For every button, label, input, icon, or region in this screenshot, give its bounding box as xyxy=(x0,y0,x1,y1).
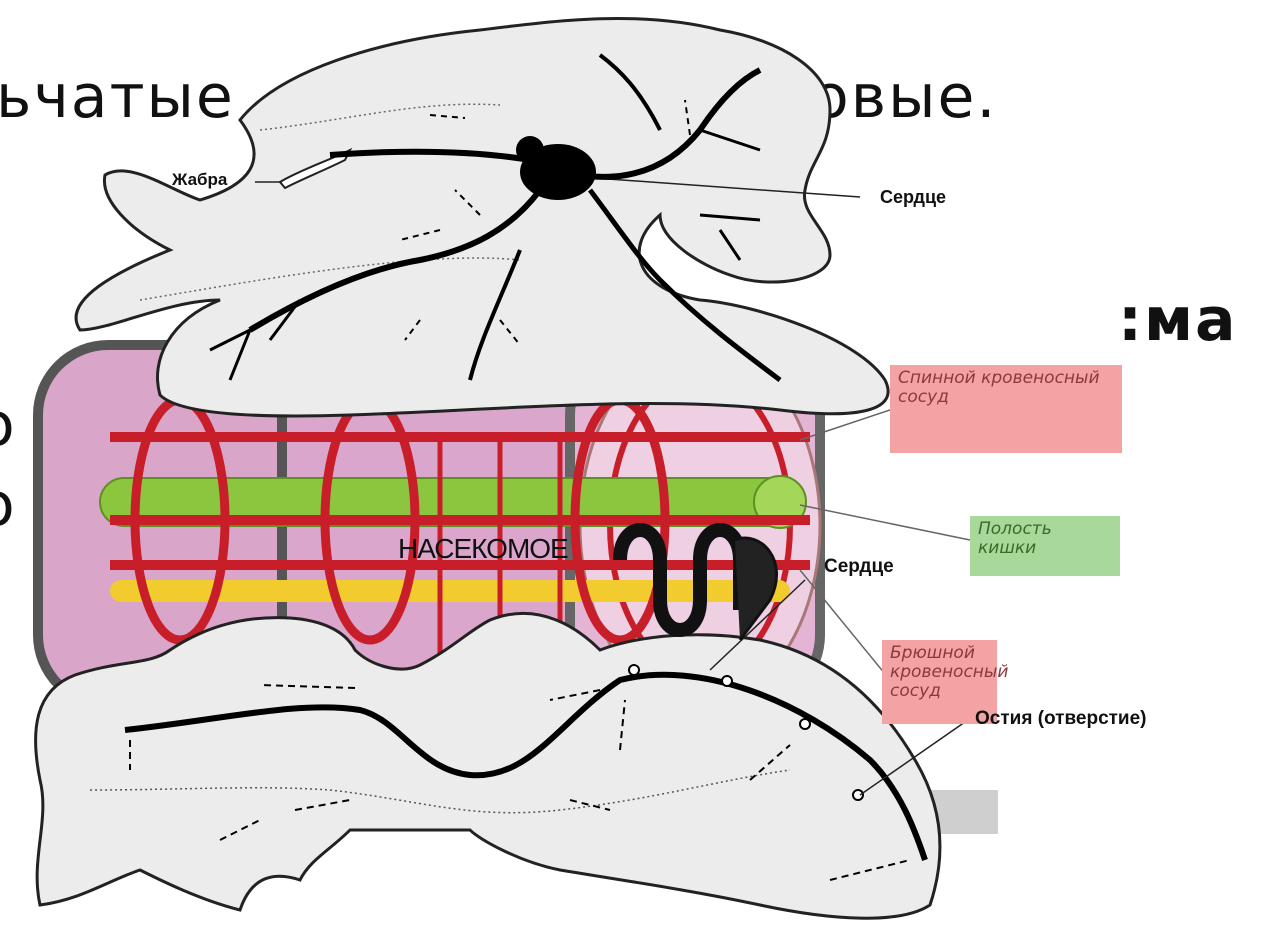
insect-heart-label: Сердце xyxy=(824,556,894,578)
mollusc-diagram xyxy=(76,18,888,416)
mollusc-heart-label: Сердце xyxy=(880,187,946,208)
ostia-label: Остия (отверстие) xyxy=(975,708,1147,730)
mollusc-body xyxy=(76,18,888,416)
insect-title: НАСЕКОМОЕ xyxy=(398,533,568,565)
gut-cavity-box: Полость кишки xyxy=(970,516,1120,576)
ostium xyxy=(629,665,639,675)
ostium xyxy=(800,719,810,729)
ostium xyxy=(722,676,732,686)
insect-body xyxy=(36,613,940,918)
ostium xyxy=(853,790,863,800)
dorsal-vessel-box: Спинной кровеносный сосуд xyxy=(890,365,1122,453)
gill-label: Жабра xyxy=(172,170,227,190)
